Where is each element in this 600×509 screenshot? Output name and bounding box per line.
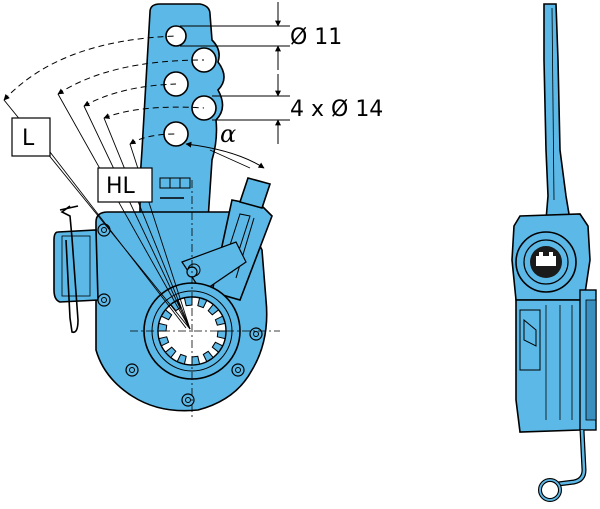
lever-hole-label: HL — [106, 174, 136, 199]
spline-tooth — [183, 296, 193, 307]
hook-rod — [557, 429, 587, 487]
spline-tooth — [197, 297, 208, 309]
centre-lines — [130, 180, 280, 420]
side-housing — [515, 299, 589, 433]
spline-tooth — [158, 336, 170, 347]
retaining-clip — [60, 205, 79, 334]
bolt — [249, 327, 263, 341]
spline-tooth — [176, 353, 187, 365]
lever-length-box — [11, 117, 51, 157]
lever-arcs — [3, 35, 205, 145]
spline-tooth — [207, 303, 220, 316]
bolt — [181, 393, 195, 407]
hole-large — [163, 121, 189, 147]
spline-tooth — [157, 322, 168, 332]
spline-tooth — [216, 330, 227, 340]
manufacturer-logo-icon — [530, 246, 562, 278]
hole-small — [165, 25, 187, 47]
spline-tooth — [202, 350, 214, 363]
lever-holes — [163, 25, 217, 147]
spline-tooth — [214, 315, 226, 326]
lever-length-label: L — [22, 126, 35, 151]
bolt — [125, 363, 139, 377]
angle-label: α — [220, 120, 236, 148]
lever-hole-box — [97, 167, 153, 203]
bolt — [97, 293, 111, 307]
bolt — [231, 363, 245, 377]
dimension-lines — [180, 2, 290, 144]
spline-tooth — [191, 355, 201, 366]
large-holes-dimension: 4 x Ø 14 — [290, 97, 383, 122]
control-arm-tip — [238, 177, 272, 209]
spline-tooth — [164, 346, 177, 359]
side-view — [511, 3, 597, 502]
spline-tooth — [160, 309, 173, 321]
front-view: α Ø 11 4 x Ø 14 L HL — [3, 2, 383, 420]
bolt — [97, 223, 111, 237]
lever-rod — [543, 3, 571, 221]
worm-housing — [53, 229, 99, 303]
small-hole-dimension: Ø 11 — [290, 25, 342, 50]
spline-tooth — [211, 341, 224, 353]
